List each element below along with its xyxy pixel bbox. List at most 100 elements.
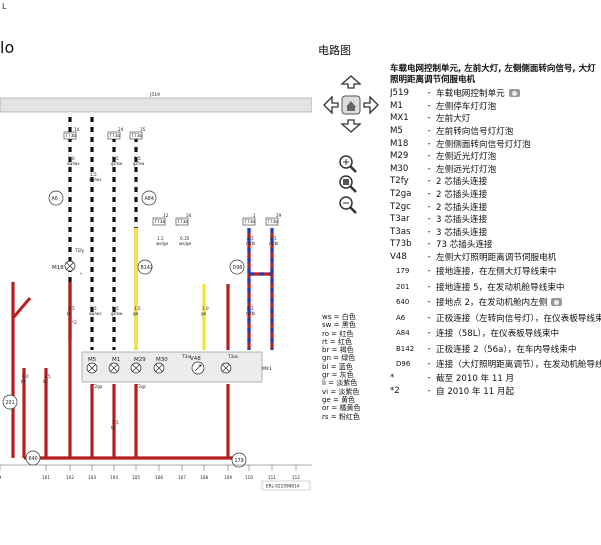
legend-code: M29 (390, 151, 409, 162)
legend-code: T2ga (390, 189, 412, 200)
color-abbr: or (322, 404, 330, 413)
legend-code: 640 (396, 298, 410, 307)
color-code-row: rt = 红色 (322, 338, 361, 346)
equals-sign: = (325, 379, 337, 388)
zoom-in-icon[interactable] (339, 155, 357, 173)
legend-row: *2-自 2010 年 11 月起 (390, 384, 601, 397)
home-icon[interactable] (341, 95, 361, 115)
color-code-row: li = 淡紫色 (322, 379, 361, 387)
equals-sign: = (331, 313, 342, 321)
legend-row: M1-左侧停车灯灯泡 (390, 100, 601, 113)
color-code-row: gr = 灰色 (322, 371, 361, 379)
arrow-up-icon[interactable] (340, 75, 362, 89)
color-abbr: rt (322, 337, 328, 346)
page-title-fragment: lo (0, 38, 15, 57)
equals-sign: = (329, 404, 340, 413)
color-name: 红色 (337, 337, 352, 346)
wire-color: br (21, 379, 26, 384)
camera-icon[interactable] (551, 298, 563, 307)
legend-row: J519-车载电网控制单元 (390, 87, 601, 100)
color-name: 蓝色 (338, 362, 353, 371)
wire-size: 2.5 (44, 374, 51, 379)
legend-description: 连接（58L），在仪表板导线束中 (436, 329, 560, 340)
ruler-number: 109 (224, 475, 232, 480)
color-name: 淡紫色 (336, 379, 358, 388)
legend-row: T2gc-2 芯插头连接 (390, 200, 601, 213)
legend-description: 左侧远光灯灯泡 (436, 164, 497, 175)
junction-node (2, 394, 18, 410)
wire-color: gr/sw (133, 161, 145, 166)
connector-label: T73b (109, 133, 121, 138)
doc-id: ERL-021099814 (266, 484, 300, 489)
junction-node (48, 190, 64, 206)
legend-row: B142-正极连接 2（56a），在车内导线束中 (390, 341, 601, 357)
connector-pin: 14 (74, 127, 80, 132)
arrow-left-icon[interactable] (323, 95, 339, 115)
color-code-row: rs = 粉红色 (322, 413, 361, 421)
legend-description: 接地连接，在左侧大灯导线束中 (436, 267, 557, 278)
wire-color: sw/ws (89, 311, 102, 316)
color-abbr: ge (322, 395, 331, 404)
zoom-out-icon[interactable] (339, 196, 357, 214)
connector-pin: 35 (140, 127, 146, 132)
wire-size: 0.5 (90, 306, 97, 311)
color-name: 淡紫色 (338, 387, 360, 396)
legend-description: 连接（大灯照明距离调节），在发动机舱导线束中 (436, 360, 601, 371)
wire-size: 0.5 (270, 236, 277, 241)
connector-label-text: T2fy (74, 248, 85, 253)
camera-icon[interactable] (508, 89, 520, 98)
connector-box (129, 131, 143, 140)
wire-color: br (111, 425, 116, 430)
connector-label: T73b (131, 133, 143, 138)
legend-description: 接地连接 5，在发动机舱导线束中 (436, 282, 565, 293)
legend-code: B142 (396, 344, 415, 353)
legend-description: 左侧侧面转向信号灯灯泡 (436, 139, 531, 150)
connector-box (63, 131, 77, 140)
legend-dash: - (427, 214, 431, 225)
zoom-fit-icon[interactable] (339, 175, 357, 193)
ruler-number: 107 (178, 475, 186, 480)
legend-row: D96-连接（大灯照明距离调节），在发动机舱导线束中 (390, 356, 601, 372)
equals-sign: = (331, 321, 342, 330)
legend-dash: - (427, 266, 431, 277)
color-abbr: bl (322, 362, 329, 371)
junction-label: A84 (145, 196, 154, 202)
wire-size: 1.5 (90, 172, 97, 177)
navigation-pad (323, 75, 379, 214)
connector-box (242, 217, 256, 226)
ruler-number: 111 (268, 475, 276, 480)
legend-dash: - (427, 297, 431, 308)
legend-code: *2 (390, 385, 400, 396)
wire-size: 6.0 (22, 374, 29, 379)
legend-code: T3ar (390, 214, 410, 225)
color-abbr: gn (322, 354, 331, 363)
ruler-number: 102 (66, 475, 74, 480)
m18-bulb-cross (66, 262, 74, 270)
legend-dash: - (427, 385, 431, 396)
wire-color: ws/ge (179, 241, 192, 246)
junction-node (229, 259, 245, 275)
m5-label: M5 (88, 357, 97, 363)
doc-id-box (261, 480, 311, 491)
legend-description: 2 芯插头连接 (436, 190, 488, 201)
ruler-number: 105 (132, 475, 140, 480)
legend-row: MX1-左前大灯 (390, 112, 601, 125)
legend-description: 截至 2010 年 11 月 (436, 374, 515, 385)
connector-pin: 34 (186, 213, 192, 218)
arrow-right-icon[interactable] (363, 95, 379, 115)
m1-bulb-cross (110, 364, 118, 372)
legend-dash: - (427, 151, 431, 162)
legend-code: * (390, 373, 395, 384)
legend-description: 左前转向信号灯灯泡 (436, 127, 514, 138)
color-abbr: gr (322, 371, 330, 380)
legend-dash: - (427, 201, 431, 212)
connector-label-text: T3ar (181, 354, 192, 359)
legend-code: M5 (390, 126, 403, 137)
arrow-down-icon[interactable] (340, 119, 362, 133)
color-code-row: ro = 红色 (322, 330, 361, 338)
color-name: 粉红色 (338, 412, 360, 421)
color-abbr: ws (322, 313, 332, 321)
m1-label: M1 (112, 357, 120, 363)
legend-dash: - (427, 239, 431, 250)
